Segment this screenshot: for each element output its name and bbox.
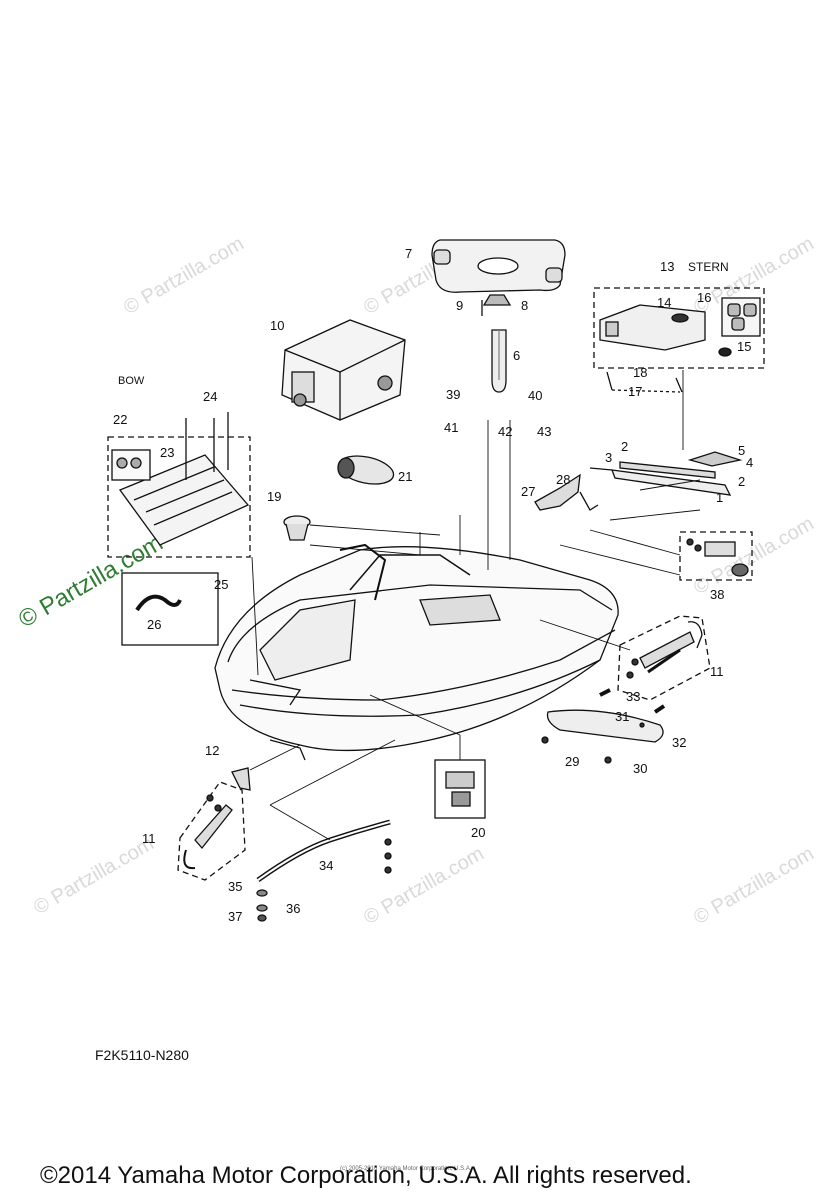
pedestal-part	[491, 329, 507, 393]
callout-11: 11	[710, 664, 724, 679]
callout-36: 36	[286, 901, 300, 916]
callout-23: 23	[160, 445, 174, 460]
callout-20: 20	[471, 825, 485, 840]
drawing-code: F2K5110-N280	[95, 1047, 189, 1063]
swim-step-part	[599, 304, 706, 351]
callout-2: 2	[621, 439, 628, 454]
callout-31: 31	[615, 709, 629, 724]
callout-5: 5	[738, 443, 745, 458]
stern-group-box	[593, 287, 765, 369]
callout-6: 6	[513, 348, 520, 363]
cooler-part	[281, 319, 406, 421]
seat-base-part	[481, 294, 512, 316]
callout-7: 7	[405, 246, 412, 261]
hose-group-box	[121, 572, 219, 646]
ladder-part	[111, 412, 250, 546]
grab-rail-part	[541, 688, 666, 764]
callout-42: 42	[498, 424, 512, 439]
drain-group-box	[434, 759, 486, 819]
cleat-part-left	[183, 794, 233, 870]
callout-26: 26	[147, 617, 161, 632]
cleat-group-box-left	[177, 781, 246, 881]
group-13-label: 13	[660, 259, 674, 274]
callout-30: 30	[633, 761, 647, 776]
rail-parts	[589, 451, 743, 496]
cleat-part-right	[626, 621, 703, 679]
callout-10: 10	[270, 318, 284, 333]
callout-32: 32	[672, 735, 686, 750]
callout-33: 33	[626, 689, 640, 704]
callout-18: 18	[633, 365, 647, 380]
cup-holder-part	[283, 515, 311, 541]
callout-3: 3	[605, 450, 612, 465]
callout-17: 17	[628, 384, 642, 399]
stern-label: STERN	[688, 260, 729, 274]
callout-24: 24	[203, 389, 217, 404]
leader-lines	[249, 370, 701, 841]
callout-16: 16	[697, 290, 711, 305]
callout-39: 39	[446, 387, 460, 402]
callout-37: 37	[228, 909, 242, 924]
callout-22: 22	[113, 412, 127, 427]
bow-label: BOW	[118, 375, 145, 387]
tie-down-parts	[534, 473, 599, 511]
callout-34: 34	[319, 858, 333, 873]
hose-part	[135, 594, 182, 612]
callout-29: 29	[565, 754, 579, 769]
callout-38: 38	[710, 587, 724, 602]
callout-25: 25	[214, 577, 228, 592]
boat-hull	[214, 543, 619, 761]
callout-9: 9	[456, 298, 463, 313]
callout-1: 1	[716, 490, 723, 505]
callout-4: 4	[746, 455, 753, 470]
callout-41: 41	[444, 420, 458, 435]
seat-cushion-part	[431, 239, 566, 293]
bumper-kit-part	[718, 297, 761, 357]
fitting-group-box	[679, 531, 753, 581]
callout-8: 8	[521, 298, 528, 313]
cleat-group-box-right	[617, 615, 711, 701]
callout-35: 35	[228, 879, 242, 894]
callout-11: 11	[142, 831, 156, 846]
ladder-group-box	[107, 436, 251, 558]
cleat-12-part	[231, 767, 251, 791]
callout-28: 28	[556, 472, 570, 487]
callout-27: 27	[521, 484, 535, 499]
callout-12: 12	[205, 743, 219, 758]
small-notice: (c) 2005-2016 Yamaha Motor Corporation, …	[340, 1166, 472, 1172]
callout-21: 21	[398, 469, 412, 484]
callout-2: 2	[738, 474, 745, 489]
mirror-part	[337, 455, 395, 485]
callout-14: 14	[657, 295, 671, 310]
bolts-17-18	[606, 371, 683, 393]
copyright-text: ©2014 Yamaha Motor Corporation, U.S.A. A…	[40, 1162, 692, 1189]
callout-40: 40	[528, 388, 542, 403]
callout-labels: BOW STERN 13	[118, 259, 729, 387]
drain-part	[445, 771, 475, 807]
callout-15: 15	[737, 339, 751, 354]
callout-19: 19	[267, 489, 281, 504]
fitting-part	[686, 538, 749, 577]
callout-43: 43	[537, 424, 551, 439]
